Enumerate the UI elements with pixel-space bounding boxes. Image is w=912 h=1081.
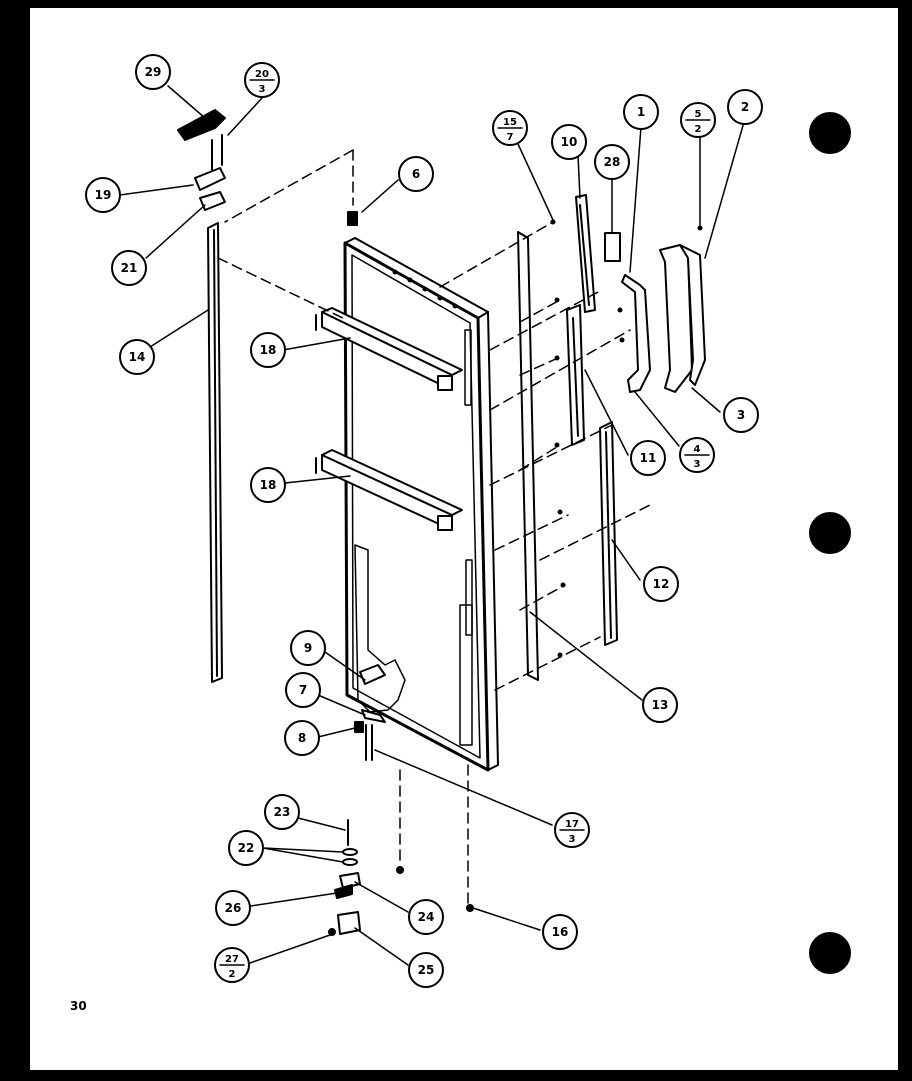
callout-28: 28	[604, 155, 621, 169]
callout-7: 7	[299, 683, 307, 697]
callout-6: 6	[412, 167, 420, 181]
exploded-view-leaders	[217, 149, 651, 906]
door-strip-12	[599, 421, 618, 646]
callout-17: 17	[565, 819, 579, 830]
callout-4-sub: 3	[694, 459, 701, 470]
page-number: 30	[70, 999, 87, 1013]
callout-15-sub: 7	[507, 132, 514, 143]
binder-hole	[809, 512, 851, 554]
callout-18-upper: 18	[260, 343, 277, 357]
callout-19: 19	[95, 188, 112, 202]
door-trim-strip	[517, 231, 539, 681]
callout-labels: 29 20 3 19 21 14 6 18 18 15 7 10 28 1 5 …	[95, 65, 750, 980]
callout-5-sub: 2	[695, 124, 702, 135]
callout-18-lower: 18	[260, 478, 277, 492]
door-shelf-bracket-lower	[315, 449, 463, 531]
callout-20-sub: 3	[259, 84, 266, 95]
callout-14: 14	[129, 350, 146, 364]
callout-5: 5	[695, 109, 702, 120]
callout-20: 20	[255, 69, 269, 80]
screws	[550, 219, 703, 658]
hinge-pin	[347, 211, 358, 226]
callout-17-sub: 3	[569, 834, 576, 845]
door-rail	[575, 194, 596, 313]
callout-4: 4	[694, 444, 701, 455]
callout-27: 27	[225, 954, 239, 965]
binder-hole	[809, 932, 851, 974]
callout-3: 3	[737, 408, 745, 422]
callout-27-sub: 2	[229, 969, 236, 980]
callout-21: 21	[121, 261, 138, 275]
callout-1: 1	[637, 105, 645, 119]
fraction-bars	[219, 79, 711, 966]
callout-24: 24	[418, 910, 435, 924]
callout-leaders	[119, 85, 745, 966]
door-handle-outer	[659, 244, 706, 393]
callout-23: 23	[274, 805, 291, 819]
callout-9: 9	[304, 641, 312, 655]
door-gasket-strip	[207, 222, 223, 683]
callout-10: 10	[561, 135, 578, 149]
callout-29: 29	[145, 65, 162, 79]
label-plate	[604, 232, 621, 262]
callout-8: 8	[298, 731, 306, 745]
callout-25: 25	[418, 963, 435, 977]
callout-11: 11	[640, 451, 657, 465]
door-handle-inner	[621, 274, 651, 393]
binder-hole	[809, 112, 851, 154]
callout-26: 26	[225, 901, 242, 915]
callout-13: 13	[652, 698, 669, 712]
callout-2: 2	[741, 100, 749, 114]
callout-12: 12	[653, 577, 670, 591]
door-rail-lower	[566, 304, 585, 446]
top-hinge-assembly	[177, 109, 226, 211]
callout-15: 15	[503, 117, 517, 128]
callout-16: 16	[552, 925, 569, 939]
callout-22: 22	[238, 841, 255, 855]
door-shelf-bracket-upper	[315, 307, 463, 391]
